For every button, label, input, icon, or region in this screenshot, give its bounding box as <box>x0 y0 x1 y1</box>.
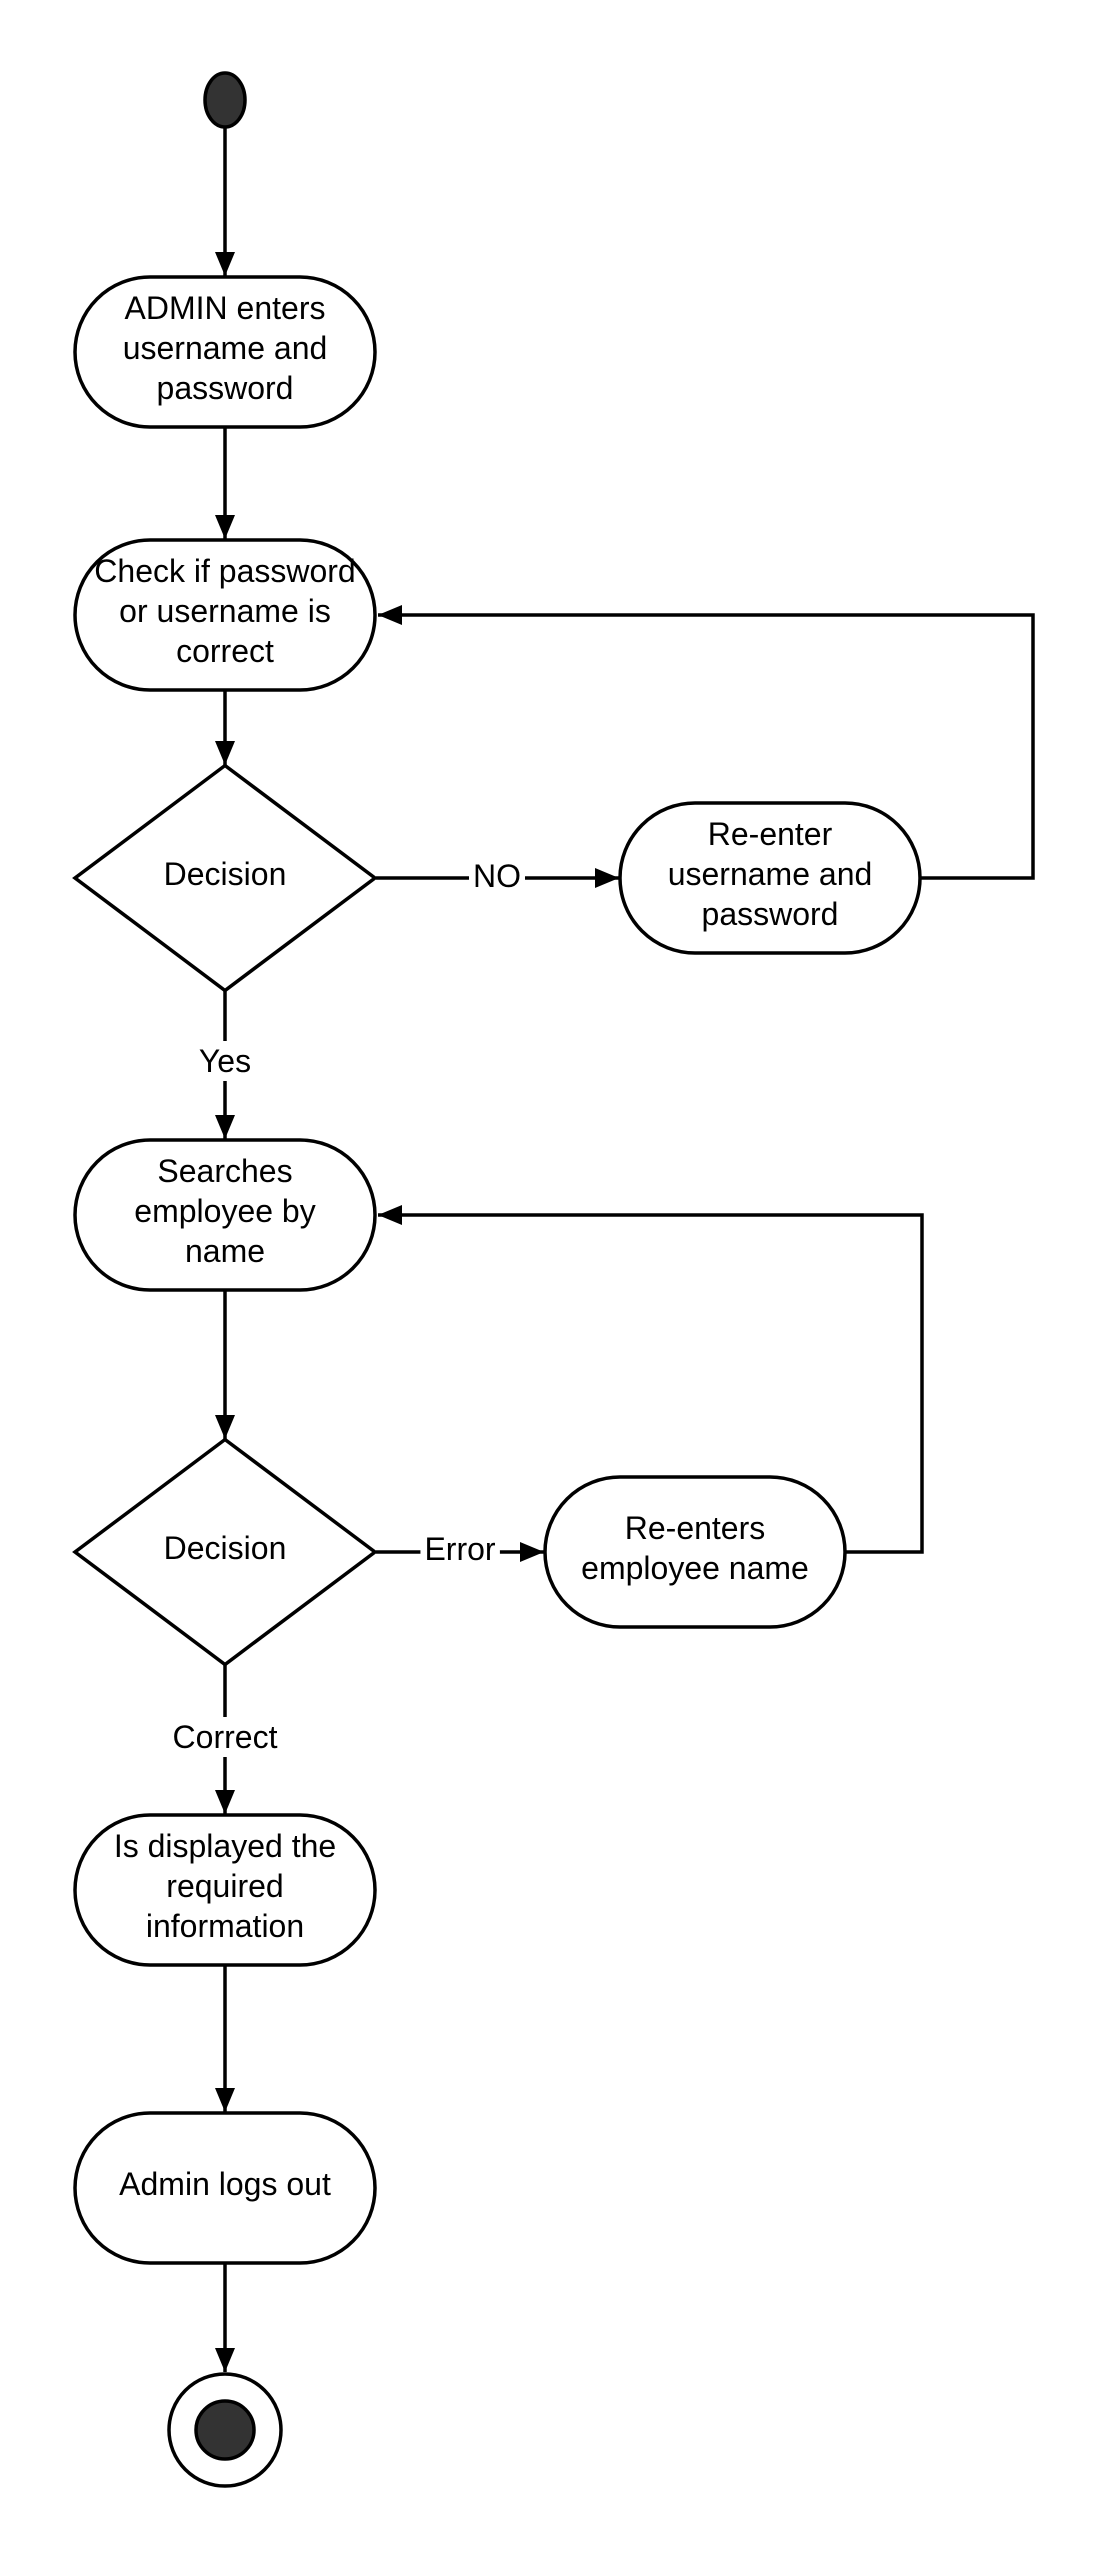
node-displayed: Is displayed the required information <box>73 1813 377 1967</box>
node-text-line: Re-enters <box>625 1510 766 1546</box>
edge-label-background <box>469 856 525 896</box>
action-node-shape <box>73 1138 377 1292</box>
edge-label-no: NO <box>473 858 521 894</box>
node-text-line: name <box>185 1233 265 1269</box>
start-node-shape <box>203 71 247 129</box>
node-admin-enters: ADMIN enters username and password <box>73 275 377 429</box>
edge-label-background <box>168 1717 282 1757</box>
node-end <box>167 2372 283 2488</box>
node-logs-out: Admin logs out <box>73 2111 377 2265</box>
action-node-shape <box>73 1813 377 1967</box>
node-text-line: employee by <box>134 1193 315 1229</box>
node-text-line: username and <box>668 856 873 892</box>
node-text-line: Decision <box>164 1530 287 1566</box>
node-reenter: Re-enter username and password <box>618 801 922 955</box>
action-node-shape <box>73 538 377 692</box>
node-start <box>203 71 247 129</box>
node-reenters-name: Re-enters employee name <box>543 1475 847 1629</box>
node-text-line: Check if password <box>94 553 355 589</box>
node-decision2: Decision <box>72 1437 378 1667</box>
action-node-shape <box>543 1475 847 1629</box>
action-node-shape <box>73 275 377 429</box>
node-text-line: correct <box>176 633 274 669</box>
node-text-line: required <box>166 1868 283 1904</box>
node-text-line: Is displayed the <box>114 1828 336 1864</box>
node-check: Check if password or username is correct <box>73 538 377 692</box>
edge-label-background <box>420 1529 500 1569</box>
node-text-line: Admin logs out <box>119 2166 331 2202</box>
node-text-line: employee name <box>581 1550 809 1586</box>
node-text-line: Re-enter <box>708 816 833 852</box>
node-text-line: Decision <box>164 856 287 892</box>
edge-reenter-to-check <box>378 605 1035 880</box>
edge-reenters-name-to-searches <box>378 1205 924 1554</box>
edge-label-correct: Correct <box>173 1719 278 1755</box>
node-text-line: or username is <box>119 593 331 629</box>
node-text-line: ADMIN enters <box>125 290 326 326</box>
node-text-line: password <box>157 370 294 406</box>
decision-diamond <box>72 1437 378 1667</box>
node-text-line: username and <box>123 330 328 366</box>
action-node-shape <box>73 2111 377 2265</box>
action-node-shape <box>618 801 922 955</box>
node-searches: Searches employee by name <box>73 1138 377 1292</box>
node-text-line: information <box>146 1908 304 1944</box>
edge-label-yes: Yes <box>199 1043 251 1079</box>
decision-diamond <box>72 763 378 993</box>
node-decision1: Decision <box>72 763 378 993</box>
edge-label-error: Error <box>424 1531 495 1567</box>
node-text-line: Searches <box>157 1153 292 1189</box>
edge-label-background <box>194 1041 256 1081</box>
node-text-line: password <box>702 896 839 932</box>
end-node-inner-dot <box>194 2399 256 2461</box>
